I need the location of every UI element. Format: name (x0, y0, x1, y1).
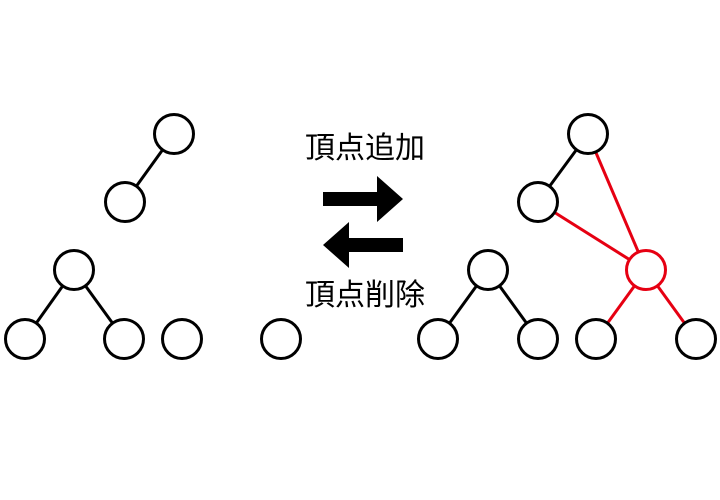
node-before-f (161, 318, 203, 360)
node-after-a (567, 113, 609, 155)
node-before-c (53, 249, 95, 291)
arrow-right-icon (323, 176, 403, 222)
graph-after (417, 113, 717, 360)
node-after-j (675, 318, 717, 360)
edge-added-new-b (537, 200, 647, 272)
node-after-i (575, 318, 617, 360)
arrow-left-icon (323, 222, 403, 268)
node-before-a (153, 113, 195, 155)
node-before-e (103, 318, 145, 360)
node-before-b (104, 181, 146, 223)
node-added-new (625, 249, 667, 291)
graph-before (4, 113, 302, 360)
node-after-d (417, 318, 459, 360)
add-vertex-label: 頂点追加 (305, 131, 425, 166)
edge-added-new-a (586, 133, 648, 271)
node-after-b (517, 181, 559, 223)
node-before-d (4, 318, 46, 360)
delete-vertex-label: 頂点削除 (305, 278, 425, 313)
node-after-c (467, 249, 509, 291)
node-before-g (260, 318, 302, 360)
node-after-e (517, 318, 559, 360)
